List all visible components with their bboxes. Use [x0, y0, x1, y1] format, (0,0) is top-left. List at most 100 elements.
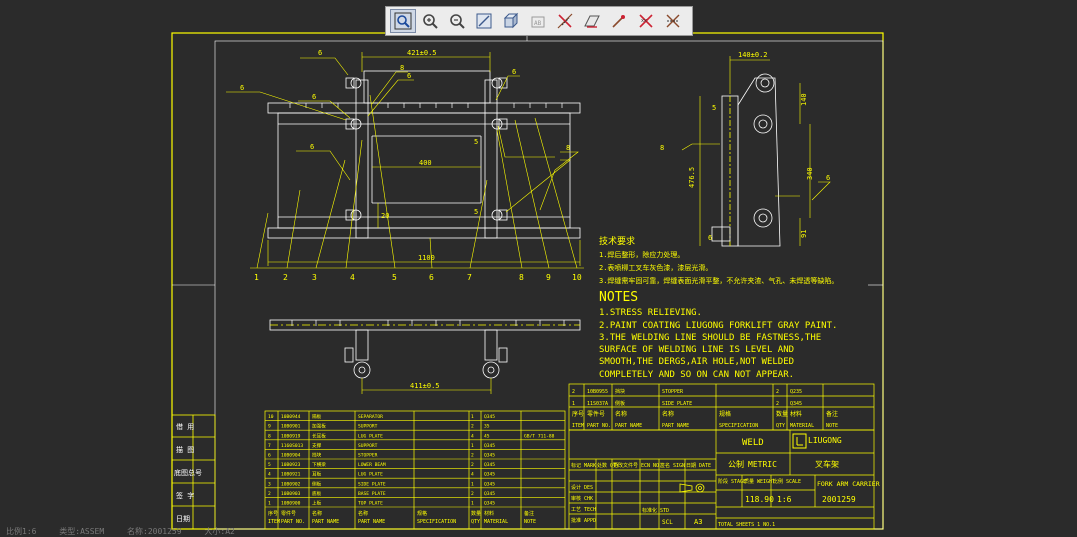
- bom-right-header-cn: 规格: [719, 410, 731, 418]
- side-view: [711, 73, 781, 247]
- bom-left-header-en: PART NO.: [281, 519, 305, 525]
- dim-8: 8: [660, 144, 664, 152]
- notes-cn-title: 技术要求: [599, 235, 635, 247]
- zoom-out-icon: [450, 14, 465, 29]
- notes-cn-3: 3.焊缝需牢固可靠，焊缝表面光滑平整，不允许夹渣、气孔、未焊透等缺陷。: [599, 276, 838, 285]
- pan-icon: [476, 13, 492, 29]
- tb-scale: 1:6: [777, 495, 792, 504]
- bom-left-cell: 10B0944: [281, 414, 301, 420]
- bom-left-cell: 10B0921: [281, 472, 301, 478]
- notes-en-title: NOTES: [599, 290, 638, 305]
- tb-product-en: FORK ARM CARRIER: [817, 480, 880, 488]
- bom-left-header-cn: 名称: [358, 510, 368, 517]
- bom-right-cell: 侧板: [615, 400, 625, 407]
- datum-axis-button[interactable]: [552, 9, 578, 33]
- bom-left-header-en: MATERIAL: [484, 519, 508, 525]
- bom-right-cell: 1: [572, 401, 575, 407]
- bom-left-cell: 4: [268, 472, 271, 478]
- bom-right-header-en: MATERIAL: [790, 423, 814, 429]
- balloon-1: 1: [254, 273, 259, 282]
- bom-left-cell: 上板: [312, 500, 322, 507]
- bom-right-header-en: PART NAME: [662, 423, 689, 429]
- bom-right-cell: 10B0955: [587, 389, 608, 395]
- bom-left-cell: 侧板: [312, 480, 322, 487]
- dim-5-b: 5: [474, 208, 478, 216]
- tb-size: A3: [694, 518, 702, 526]
- plane-display-button[interactable]: [579, 9, 605, 33]
- bom-left-cell: 1: [471, 414, 474, 420]
- bom-left-cell: TOP PLATE: [358, 501, 383, 507]
- annotation-icon: AB: [531, 16, 545, 28]
- bom-left-cell: 10B0902: [281, 481, 301, 487]
- dim-411: 411±0.5: [410, 382, 440, 390]
- dim-1100: 1100: [418, 254, 435, 262]
- dim-140-02: 140±0.2: [738, 51, 768, 59]
- bom-left-cell: Q345: [484, 491, 495, 497]
- csys-display-icon: xx: [639, 14, 653, 28]
- balloon-4: 4: [350, 273, 355, 282]
- tb-scale-label: 比例 SCALE: [773, 478, 801, 485]
- dim-91: 91: [800, 230, 808, 238]
- bom-left-cell: 10B0904: [281, 453, 301, 459]
- balloon-8: 8: [519, 273, 524, 282]
- bom-left-header-en: PART NAME: [312, 519, 339, 525]
- side-view-dim-text: 140±0.2 140 340 91 476.5 6 8 6 5: [660, 51, 830, 242]
- status-type: 类型:ASSEM: [59, 527, 105, 536]
- tb-product-cn: 叉车架: [815, 459, 839, 469]
- view-3d-button[interactable]: [498, 9, 524, 33]
- spin-center-button[interactable]: [660, 9, 686, 33]
- bom-left-cell: LUG PLATE: [358, 472, 383, 478]
- weld-symbols: 6 6 6 6 8 6 6 8: [240, 49, 570, 152]
- csys-display-button[interactable]: xx: [633, 9, 659, 33]
- zoom-out-button[interactable]: [444, 9, 470, 33]
- notes-en-1: 1.STRESS RELIEVING.: [599, 308, 702, 318]
- zoom-fit-icon: [394, 12, 412, 30]
- tb-weight: 118.90: [745, 495, 774, 504]
- margin-label-borrow: 借 用: [176, 422, 194, 431]
- bom-right-cell: Q345: [790, 401, 802, 407]
- bom-left-cell: GB/T 711-88: [524, 433, 555, 439]
- bom-left-cell: 10: [268, 414, 274, 420]
- bom-left-cell: Q345: [484, 414, 495, 420]
- bom-right-header-cn: 零件号: [587, 410, 605, 418]
- front-view: [267, 70, 581, 239]
- margin-label-trace: 描 图: [176, 445, 194, 454]
- title-block-grid: [568, 429, 875, 530]
- bom-left-cell: 9: [268, 424, 271, 430]
- notes: 技术要求 1.焊后整形，除应力处理。 2.表喷柳工叉车灰色漆，漆层光滑。 3.焊…: [599, 235, 838, 380]
- balloon-10: 10: [572, 273, 582, 282]
- plane-display-icon: [584, 15, 600, 28]
- bom-left-cell: 10B0919: [281, 433, 301, 439]
- tb-std: 标准化 STD: [642, 507, 669, 514]
- top-view-dim: [361, 378, 492, 394]
- bom-left-header-cn: 材料: [484, 510, 494, 517]
- zoom-fit-button[interactable]: [390, 9, 416, 33]
- bom-left-cell: Q345: [484, 472, 495, 478]
- bom-right-header-cn: 名称: [615, 410, 627, 418]
- dim-340: 340: [806, 167, 814, 180]
- status-name: 名称:2001259: [127, 527, 182, 536]
- weld-9: 6: [826, 174, 830, 182]
- bom-right-cell: 11S037A: [587, 401, 608, 407]
- annotation-button[interactable]: AB: [525, 9, 551, 33]
- weld-4: 6: [310, 143, 314, 151]
- point-display-button[interactable]: [606, 9, 632, 33]
- dim-476: 476.5: [688, 167, 696, 188]
- balloon-7: 7: [467, 273, 472, 282]
- margin-label-base: 底图总号: [174, 468, 202, 477]
- weld-5: 8: [400, 64, 404, 72]
- zoom-in-button[interactable]: [417, 9, 443, 33]
- bom-left-cell: Q345: [484, 462, 495, 468]
- balloon-3: 3: [312, 273, 317, 282]
- bom-left-cell: 挡块: [312, 452, 322, 459]
- notes-en-4: SURFACE OF WELDING LINE IS LEVEL AND: [599, 345, 794, 355]
- bom-left-cell: 10B0923: [281, 462, 301, 468]
- bom-left-cell: 1: [471, 443, 474, 449]
- bom-left-header-en: PART NAME: [358, 519, 385, 525]
- pan-button[interactable]: [471, 9, 497, 33]
- notes-cn-1: 1.焊后整形，除应力处理。: [599, 250, 684, 259]
- bom-right-header-en: ITEM: [572, 423, 584, 429]
- bom-left-cell: 2: [471, 453, 474, 459]
